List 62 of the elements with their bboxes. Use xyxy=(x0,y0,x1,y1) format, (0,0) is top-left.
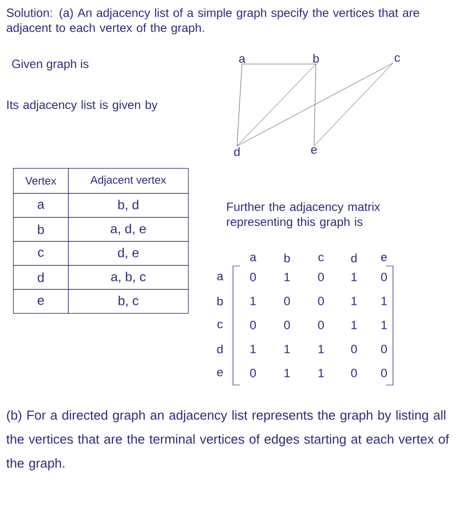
matrix-entry: 1 xyxy=(250,296,256,306)
matrix-label: b xyxy=(284,254,290,262)
matrix-entry: 0 xyxy=(250,320,256,330)
vertex-label: d xyxy=(234,147,240,156)
vertex-label: c xyxy=(394,55,400,62)
matrix-label: e xyxy=(381,254,387,262)
matrix-entry: 0 xyxy=(250,368,256,378)
vertex-label: b xyxy=(313,54,319,63)
matrix-entry: 0 xyxy=(351,368,357,378)
matrix-entry: 0 xyxy=(318,320,324,330)
matrix-entry: 1 xyxy=(318,344,324,354)
matrix-entry: 0 xyxy=(284,320,290,330)
matrix-entry: 0 xyxy=(381,344,387,354)
table-cell: d xyxy=(13,265,69,290)
matrix-entry: 1 xyxy=(382,320,387,330)
matrix-label: b xyxy=(217,296,223,306)
table-cell: Vertex xyxy=(13,168,69,194)
matrix-label: c xyxy=(318,254,324,262)
graph-edge xyxy=(314,62,394,146)
graph-edge xyxy=(236,64,242,146)
matrix-entry: 1 xyxy=(284,344,290,354)
graph-edge xyxy=(236,62,394,146)
matrix-label: d xyxy=(351,254,357,262)
graph-edge xyxy=(314,64,316,146)
matrix-entry: 1 xyxy=(352,296,357,306)
matrix-label: e xyxy=(217,370,223,376)
matrix-entry: 1 xyxy=(318,368,324,378)
paragraph: Further the adjacency matrix representing this graph is xyxy=(227,202,380,228)
matrix-entry: 0 xyxy=(318,296,324,306)
matrix-entry: 0 xyxy=(381,272,387,282)
text: Given graph is xyxy=(12,59,88,70)
matrix-entry: 0 xyxy=(381,368,387,378)
table-cell: a xyxy=(13,193,69,218)
matrix-entry: 0 xyxy=(284,296,290,306)
table-cell: a, d, e xyxy=(68,217,189,242)
table-cell: c xyxy=(13,241,69,266)
table-cell: b, c xyxy=(68,289,189,314)
table-cell: b, d xyxy=(68,193,189,218)
matrix-entry: 0 xyxy=(250,272,256,282)
graph-edge xyxy=(236,64,316,146)
matrix-entry: 0 xyxy=(351,344,357,354)
table-cell: a, b, c xyxy=(68,265,189,290)
matrix-label: c xyxy=(218,322,223,328)
vertex-label: a xyxy=(239,56,246,63)
paragraph: (b) For a directed graph an adjacency list represents the graph by listing all the vertices that are the terminal vertices of edges starting at each vertex of the graph. xyxy=(6,410,450,470)
matrix-entry: 0 xyxy=(318,272,324,282)
vertex-label: e xyxy=(311,147,317,154)
matrix-entry: 1 xyxy=(284,272,290,282)
table-cell: b xyxy=(13,217,69,242)
text: Its adjacency list is given by xyxy=(7,100,158,112)
table-cell: Adjacent vertex xyxy=(68,168,189,194)
matrix-label: a xyxy=(217,274,224,280)
matrix-entry: 1 xyxy=(382,296,387,306)
paragraph: Solution: (a) An adjacency list of a simple graph specify the vertices that are adjacent to each vertex of the graph. xyxy=(6,8,420,34)
matrix-entry: 1 xyxy=(284,368,290,378)
matrix-entry: 1 xyxy=(352,272,357,282)
table-cell: d, e xyxy=(68,241,189,266)
table-cell: e xyxy=(13,289,69,314)
matrix-label: d xyxy=(217,344,223,354)
matrix-entry: 1 xyxy=(250,344,256,354)
matrix-entry: 1 xyxy=(352,320,357,330)
matrix-label: a xyxy=(250,254,256,262)
